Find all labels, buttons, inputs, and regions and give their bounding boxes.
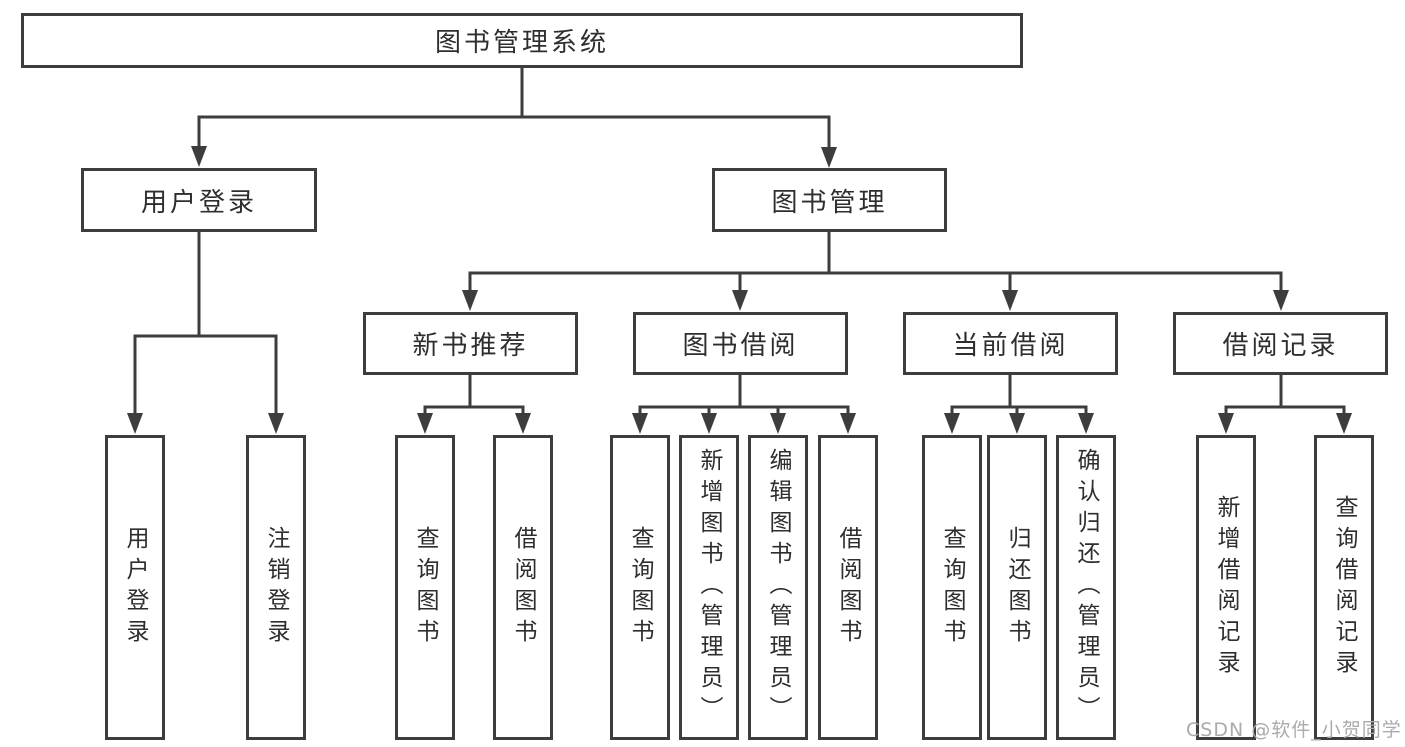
node-book-borrow: 图书借阅 — [633, 312, 848, 375]
arrowhead — [944, 413, 960, 434]
arrowhead — [1336, 413, 1352, 434]
node-leaf-add-borrow-record: 新增借阅记录 — [1196, 435, 1256, 740]
arrowhead — [268, 413, 284, 434]
node-leaf-query-books-current: 查询图书 — [922, 435, 982, 740]
connector-root-to-level2 — [191, 68, 837, 168]
node-leaf-borrow-books: 借阅图书 — [818, 435, 878, 740]
arrowhead — [732, 290, 748, 311]
arrowhead — [840, 413, 856, 434]
connector-book-management-to-level3 — [462, 232, 1289, 311]
arrowhead — [417, 413, 433, 434]
node-leaf-logout: 注销登录 — [246, 435, 306, 740]
arrowhead — [701, 413, 717, 434]
arrowhead — [1218, 413, 1234, 434]
node-leaf-add-book-admin: 新增图书（管理员） — [679, 435, 739, 740]
node-leaf-edit-book-admin: 编辑图书（管理员） — [748, 435, 808, 740]
node-borrow-records: 借阅记录 — [1173, 312, 1388, 375]
node-user-login: 用户登录 — [81, 168, 317, 232]
arrowhead — [127, 413, 143, 434]
node-leaf-user-login: 用户登录 — [105, 435, 165, 740]
arrowhead — [1273, 290, 1289, 311]
node-leaf-query-books-recommend: 查询图书 — [395, 435, 455, 740]
connector-new-book-recommend-to-leaves — [417, 375, 531, 434]
watermark: CSDN @软件_小贺同学 — [1186, 719, 1402, 741]
connector-current-borrow-to-leaves — [944, 375, 1094, 434]
connector-borrow-records-to-leaves — [1218, 375, 1352, 434]
node-root: 图书管理系统 — [21, 13, 1023, 68]
node-leaf-query-borrow-record: 查询借阅记录 — [1314, 435, 1374, 740]
node-book-management: 图书管理 — [712, 168, 947, 232]
arrowhead — [770, 413, 786, 434]
node-current-borrow: 当前借阅 — [903, 312, 1118, 375]
connector-book-borrow-to-leaves — [632, 375, 856, 434]
node-new-book-recommend: 新书推荐 — [363, 312, 578, 375]
node-leaf-return-book: 归还图书 — [987, 435, 1047, 740]
connector-user-login-to-leaves — [127, 232, 284, 434]
arrowhead — [462, 290, 478, 311]
arrowhead — [821, 147, 837, 168]
arrowhead — [1078, 413, 1094, 434]
node-leaf-confirm-return-admin: 确认归还（管理员） — [1056, 435, 1116, 740]
node-leaf-query-books-borrow: 查询图书 — [610, 435, 670, 740]
node-leaf-borrow-books-recommend: 借阅图书 — [493, 435, 553, 740]
arrowhead — [1009, 413, 1025, 434]
arrowhead — [632, 413, 648, 434]
arrowhead — [515, 413, 531, 434]
arrowhead — [1002, 290, 1018, 311]
arrowhead — [191, 146, 207, 167]
